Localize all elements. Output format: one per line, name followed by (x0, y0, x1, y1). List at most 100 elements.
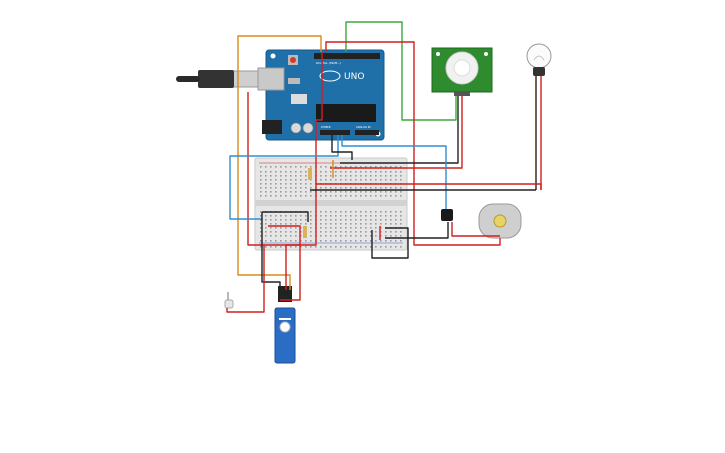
breadboard-hole (310, 227, 312, 229)
breadboard-hole (335, 179, 337, 181)
breadboard-hole (310, 223, 312, 225)
breadboard-hole (275, 183, 277, 185)
breadboard-hole (330, 227, 332, 229)
breadboard-hole (300, 231, 302, 233)
wire-blue-b[interactable] (341, 135, 447, 209)
breadboard-hole (325, 231, 327, 233)
wire-red-transistor[interactable] (451, 222, 500, 237)
transistor[interactable] (441, 209, 453, 221)
breadboard-hole (400, 235, 402, 237)
breadboard-hole (390, 219, 392, 221)
breadboard-hole (295, 240, 297, 242)
breadboard-hole (345, 175, 347, 177)
breadboard-hole (265, 223, 267, 225)
breadboard-hole (375, 211, 377, 213)
breadboard-hole (395, 166, 397, 168)
breadboard-hole (395, 240, 397, 242)
breadboard-hole (355, 187, 357, 189)
breadboard-hole (290, 171, 292, 173)
dc-motor[interactable] (478, 203, 522, 239)
breadboard-hole (260, 246, 262, 248)
breadboard-hole (355, 240, 357, 242)
breadboard-hole (345, 187, 347, 189)
wire-black-motor[interactable] (385, 222, 449, 239)
breadboard-hole (360, 235, 362, 237)
usb-cable[interactable] (176, 70, 259, 88)
breadboard-hole (380, 179, 382, 181)
breadboard-hole (375, 195, 377, 197)
breadboard-hole (400, 219, 402, 221)
digital-header-label: DIGITAL (PWM~) (316, 61, 341, 65)
wire-red-servo-b[interactable] (280, 245, 301, 301)
breadboard-hole (375, 240, 377, 242)
breadboard-hole (260, 195, 262, 197)
photoresistor[interactable] (224, 299, 234, 309)
breadboard-hole (310, 191, 312, 193)
wire-red-pir[interactable] (330, 96, 463, 169)
breadboard-hole (280, 231, 282, 233)
breadboard-hole (400, 171, 402, 173)
wire-blue-a[interactable] (229, 135, 339, 220)
breadboard-hole (345, 166, 347, 168)
breadboard-hole (365, 171, 367, 173)
breadboard-hole (260, 211, 262, 213)
breadboard-hole (395, 187, 397, 189)
breadboard-hole (295, 175, 297, 177)
arduino-uno[interactable]: DIGITAL (PWM~) POWER ANALOG IN UNO (257, 49, 385, 141)
reset-button[interactable] (290, 57, 296, 63)
breadboard-hole (320, 231, 322, 233)
breadboard-hole (320, 227, 322, 229)
breadboard-hole (330, 219, 332, 221)
breadboard[interactable] (254, 157, 408, 251)
breadboard-hole (395, 231, 397, 233)
breadboard-hole (375, 175, 377, 177)
breadboard-hole (340, 240, 342, 242)
breadboard-hole (295, 195, 297, 197)
breadboard-hole (380, 246, 382, 248)
breadboard-hole (290, 240, 292, 242)
breadboard-hole (375, 166, 377, 168)
breadboard-hole (325, 219, 327, 221)
breadboard-hole (265, 179, 267, 181)
wire-black-gnd[interactable] (331, 135, 353, 160)
breadboard-hole (360, 191, 362, 193)
breadboard-hole (270, 246, 272, 248)
breadboard-hole (295, 223, 297, 225)
breadboard-hole (395, 235, 397, 237)
breadboard-hole (330, 171, 332, 173)
breadboard-hole (300, 191, 302, 193)
wire-black-bb[interactable] (262, 211, 309, 222)
breadboard-hole (350, 231, 352, 233)
breadboard-hole (350, 223, 352, 225)
resistor[interactable] (303, 226, 307, 238)
wire-black-transistor[interactable] (371, 227, 409, 259)
breadboard-hole (395, 175, 397, 177)
breadboard-hole (265, 235, 267, 237)
breadboard-hole (350, 191, 352, 193)
breadboard-hole (285, 227, 287, 229)
breadboard-hole (260, 219, 262, 221)
wire-red-bulb[interactable] (316, 183, 542, 190)
breadboard-hole (290, 187, 292, 189)
micro-servo[interactable] (274, 286, 296, 364)
breadboard-hole (270, 215, 272, 217)
wire-black-pir[interactable] (340, 96, 459, 164)
wire-black-servo[interactable] (261, 212, 281, 290)
resistor[interactable] (308, 168, 312, 180)
wire-red-motor[interactable] (325, 41, 501, 246)
breadboard-hole (370, 166, 372, 168)
wire-red-photoresistor[interactable] (226, 245, 265, 313)
breadboard-hole (340, 246, 342, 248)
breadboard-hole (310, 219, 312, 221)
power-header (320, 130, 350, 135)
breadboard-hole (325, 211, 327, 213)
pir-sensor[interactable] (431, 47, 493, 96)
breadboard-hole (330, 246, 332, 248)
breadboard-hole (340, 171, 342, 173)
breadboard-hole (290, 179, 292, 181)
breadboard-hole (370, 246, 372, 248)
breadboard-hole (310, 246, 312, 248)
breadboard-hole (355, 231, 357, 233)
light-bulb[interactable] (526, 43, 552, 190)
wire-green[interactable] (345, 21, 457, 121)
